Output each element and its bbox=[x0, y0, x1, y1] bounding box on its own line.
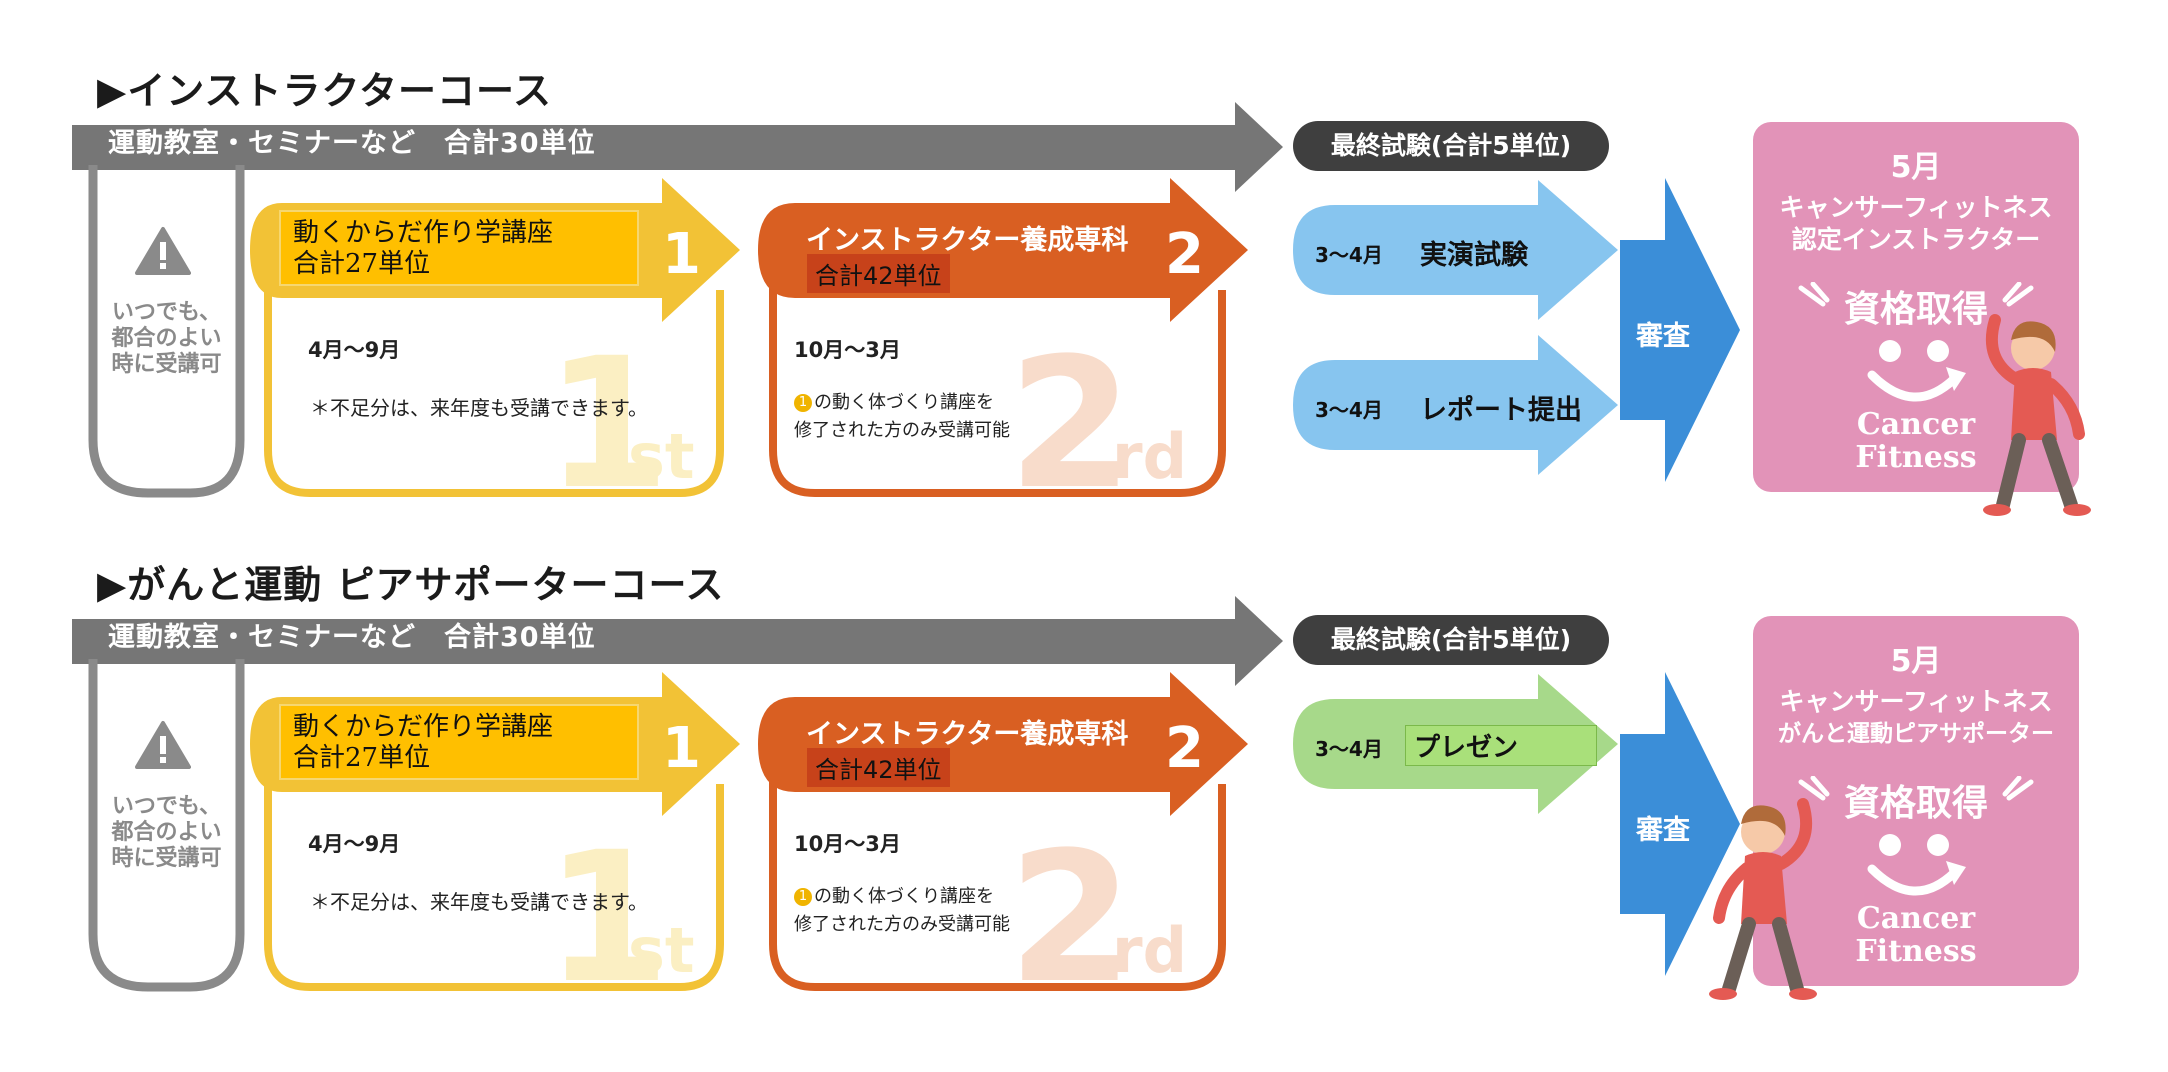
box2-frame bbox=[769, 250, 1226, 497]
box2-title: インストラクター養成専科 bbox=[806, 225, 1129, 256]
exam-name: レポート提出 bbox=[1420, 395, 1582, 426]
box1-frame bbox=[264, 240, 724, 497]
logo-fitness: Fitness bbox=[1855, 440, 1977, 475]
box1-step-number: 1 bbox=[662, 222, 701, 287]
step-marker-icon: 1 bbox=[794, 888, 812, 906]
box1-note: ＊不足分は、来年度も受講できます。 bbox=[310, 890, 648, 914]
box1-period: 4月〜9月 bbox=[308, 338, 401, 362]
sparkle-icon bbox=[1798, 282, 2034, 307]
seminar-arrow bbox=[72, 102, 1283, 192]
box1-period: 4月〜9月 bbox=[308, 832, 401, 856]
woman-stretching-illustration bbox=[1983, 314, 2091, 516]
box2-ordinal-suffix: rd bbox=[1112, 914, 1187, 987]
box1-ordinal-number: 1 bbox=[545, 814, 671, 1023]
box2-units: 合計42単位 bbox=[807, 748, 950, 787]
cert-qualification: 資格取得 bbox=[1843, 289, 1988, 330]
course-peer-supporter: ▶がんと運動 ピアサポーターコース 運動教室・セミナーなど 合計30単位 いつで… bbox=[0, 494, 2168, 1023]
box1-ordinal-suffix: st bbox=[628, 420, 695, 493]
box2-period: 10月〜3月 bbox=[794, 338, 901, 362]
smiley-logo-icon bbox=[1867, 340, 1966, 402]
review-label: 審査 bbox=[1636, 815, 1690, 846]
exam-month: 3〜4月 bbox=[1315, 737, 1383, 761]
box2-period: 10月〜3月 bbox=[794, 832, 901, 856]
box1-frame bbox=[264, 734, 724, 991]
box2-ordinal-number: 2 bbox=[1008, 814, 1134, 1023]
exam-name: 実演試験 bbox=[1420, 240, 1528, 271]
seminar-label: 運動教室・セミナーなど 合計30単位 bbox=[108, 128, 596, 159]
anytime-frame bbox=[88, 659, 245, 992]
cert-month: 5月 bbox=[1890, 644, 1942, 679]
step-marker-icon: 1 bbox=[794, 394, 812, 412]
box2-title: インストラクター養成専科 bbox=[806, 719, 1129, 750]
box2-step-number: 2 bbox=[1165, 716, 1204, 781]
review-arrow bbox=[1620, 672, 1740, 976]
course-title: ▶インストラクターコース bbox=[97, 69, 553, 113]
smiley-logo-icon bbox=[1867, 834, 1966, 896]
box2-frame bbox=[769, 744, 1226, 991]
sparkle-icon bbox=[1798, 776, 2034, 801]
box2-step-number: 2 bbox=[1165, 222, 1204, 287]
cert-line1: キャンサーフィットネス bbox=[1779, 193, 2053, 222]
anytime-text: いつでも、 都合のよい 時に受講可 bbox=[111, 300, 222, 377]
cert-month: 5月 bbox=[1890, 150, 1942, 185]
final-exam-label: 最終試験(合計5単位) bbox=[1293, 615, 1609, 665]
box1-note: ＊不足分は、来年度も受講できます。 bbox=[310, 396, 648, 420]
review-arrow bbox=[1620, 178, 1740, 482]
exam-arrow-1 bbox=[1293, 180, 1618, 320]
final-exam-label: 最終試験(合計5単位) bbox=[1293, 121, 1609, 171]
cert-line2: 認定インストラクター bbox=[1791, 225, 2041, 254]
box1-ordinal-number: 1 bbox=[545, 320, 671, 529]
exam-arrow-2 bbox=[1293, 335, 1618, 475]
exam-month: 3〜4月 bbox=[1315, 243, 1383, 267]
box1-title: 動くからだ作り学講座 合計27単位 bbox=[279, 210, 639, 286]
anytime-text: いつでも、 都合のよい 時に受講可 bbox=[111, 794, 222, 871]
logo-fitness: Fitness bbox=[1855, 934, 1977, 969]
anytime-frame bbox=[88, 165, 245, 498]
review-label: 審査 bbox=[1636, 321, 1690, 352]
exam-name: プレゼン bbox=[1405, 725, 1597, 766]
course-title: ▶がんと運動 ピアサポーターコース bbox=[97, 563, 725, 607]
seminar-label: 運動教室・セミナーなど 合計30単位 bbox=[108, 622, 596, 653]
course-instructor: ▶インストラクターコース 運動教室・セミナーなど 合計30単位 いつでも、 都合… bbox=[0, 0, 2168, 529]
logo-cancer: Cancer bbox=[1856, 407, 1976, 442]
box1-title: 動くからだ作り学講座 合計27単位 bbox=[279, 704, 639, 780]
box2-units: 合計42単位 bbox=[807, 254, 950, 293]
exam-month: 3〜4月 bbox=[1315, 398, 1383, 422]
seminar-arrow bbox=[72, 596, 1283, 686]
warning-icon bbox=[135, 721, 191, 769]
cert-line2: がんと運動ピアサポーター bbox=[1778, 721, 2054, 747]
box2-ordinal-suffix: rd bbox=[1112, 420, 1187, 493]
woman-stretching-illustration bbox=[1709, 798, 1817, 1000]
cert-qualification: 資格取得 bbox=[1843, 783, 1988, 824]
warning-icon bbox=[135, 227, 191, 275]
box2-ordinal-number: 2 bbox=[1008, 320, 1134, 529]
box1-ordinal-suffix: st bbox=[628, 914, 695, 987]
box1-step-number: 1 bbox=[662, 716, 701, 781]
cert-line1: キャンサーフィットネス bbox=[1779, 687, 2053, 716]
logo-cancer: Cancer bbox=[1856, 901, 1976, 936]
